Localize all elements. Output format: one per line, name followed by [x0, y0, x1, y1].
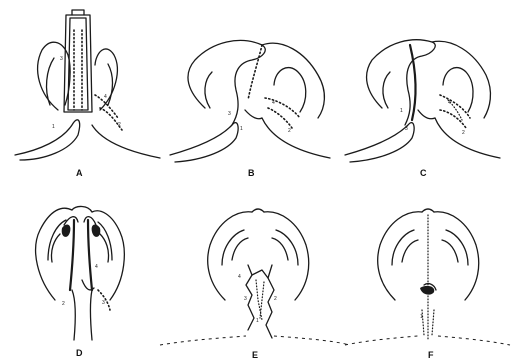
panel-e: 4 3 2 1 E: [160, 209, 350, 360]
svg-text:2: 2: [274, 296, 277, 302]
svg-text:3: 3: [102, 300, 105, 306]
svg-text:1: 1: [420, 314, 423, 320]
svg-text:3: 3: [228, 111, 231, 117]
svg-text:3: 3: [244, 296, 247, 302]
svg-text:2: 2: [462, 130, 465, 136]
panel-label-b: B: [248, 168, 255, 178]
svg-text:3: 3: [60, 56, 63, 62]
panel-label-d: D: [76, 348, 83, 358]
svg-text:3: 3: [405, 126, 408, 132]
svg-text:4: 4: [104, 94, 107, 100]
panel-a: 3 1 4 2 A: [15, 10, 160, 178]
panel-label-e: E: [252, 350, 258, 360]
panel-f: 1 F: [345, 209, 510, 360]
panel-c: 1 3 4 2 C: [345, 40, 500, 178]
panel-label-c: C: [420, 168, 427, 178]
panel-d: 2 4 3 D: [36, 206, 125, 358]
svg-text:4: 4: [448, 100, 451, 106]
svg-text:1: 1: [240, 126, 243, 132]
panel-b: 3 1 4 2 B: [170, 40, 330, 178]
svg-text:1: 1: [400, 108, 403, 114]
svg-text:4: 4: [95, 264, 98, 270]
svg-text:4: 4: [272, 100, 275, 106]
svg-text:2: 2: [118, 122, 121, 128]
svg-text:4: 4: [238, 274, 241, 280]
svg-text:1: 1: [52, 124, 55, 130]
panel-label-a: A: [76, 168, 83, 178]
svg-text:2: 2: [288, 128, 291, 134]
svg-text:2: 2: [62, 301, 65, 307]
svg-text:1: 1: [256, 318, 259, 324]
panel-label-f: F: [428, 350, 434, 360]
